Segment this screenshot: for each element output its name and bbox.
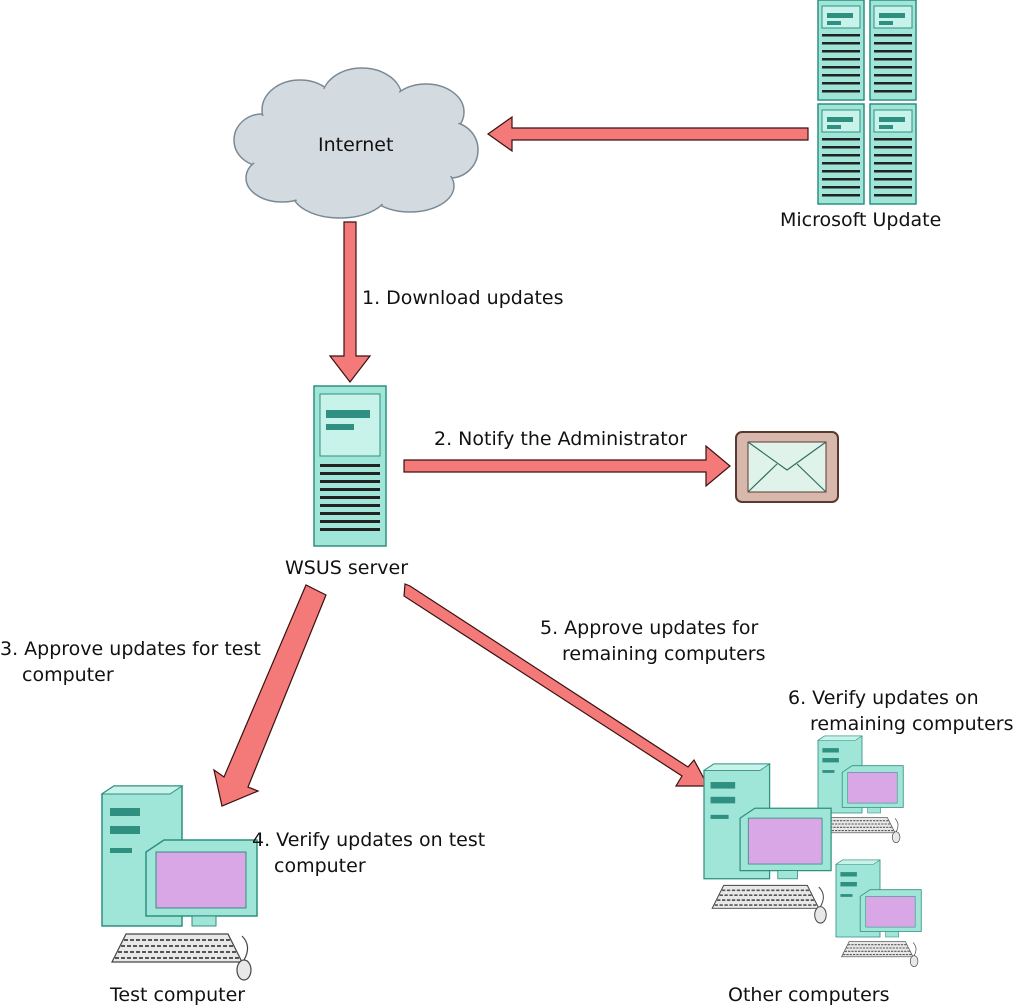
arrow-microsoft-to-internet — [486, 115, 809, 153]
step-5-line2: remaining computers — [562, 643, 766, 665]
cloud-icon — [233, 67, 479, 219]
desktop-computer-icon — [101, 785, 258, 981]
internet-label: Internet — [318, 134, 394, 156]
server-rack-icon — [817, 0, 917, 205]
step-2-line1: 2. Notify the Administrator — [434, 428, 688, 450]
test-computer-label: Test computer — [110, 984, 246, 1006]
server-tower-icon — [313, 385, 387, 547]
step-4-line1: 4. Verify updates on test — [252, 829, 486, 851]
step-1-label: 1. Download updates — [362, 285, 564, 311]
step-1-line1: 1. Download updates — [362, 287, 564, 309]
step-5-label: 5. Approve updates for remaining compute… — [540, 615, 766, 667]
step-5-line1: 5. Approve updates for — [540, 617, 759, 639]
envelope-icon — [735, 431, 839, 503]
step-6-line1: 6. Verify updates on — [788, 687, 979, 709]
step-4-line2: computer — [274, 855, 366, 877]
desktop-computers-icon — [703, 735, 922, 968]
wsus-server-label: WSUS server — [285, 557, 408, 579]
step-3-line2: computer — [22, 664, 114, 686]
step-2-label: 2. Notify the Administrator — [434, 426, 687, 452]
other-computers-label: Other computers — [728, 984, 890, 1006]
arrow-wsus-to-administrator — [403, 444, 731, 488]
step-3-label: 3. Approve updates for test computer — [0, 636, 261, 688]
microsoft-update-label: Microsoft Update — [780, 209, 942, 231]
step-6-label: 6. Verify updates on remaining computers — [788, 685, 1014, 737]
arrow-internet-to-wsus — [328, 221, 372, 383]
step-4-label: 4. Verify updates on test computer — [252, 827, 485, 879]
step-6-line2: remaining computers — [810, 713, 1014, 735]
arrow-wsus-to-test-computer — [213, 584, 327, 807]
step-3-line1: 3. Approve updates for test — [0, 638, 261, 660]
